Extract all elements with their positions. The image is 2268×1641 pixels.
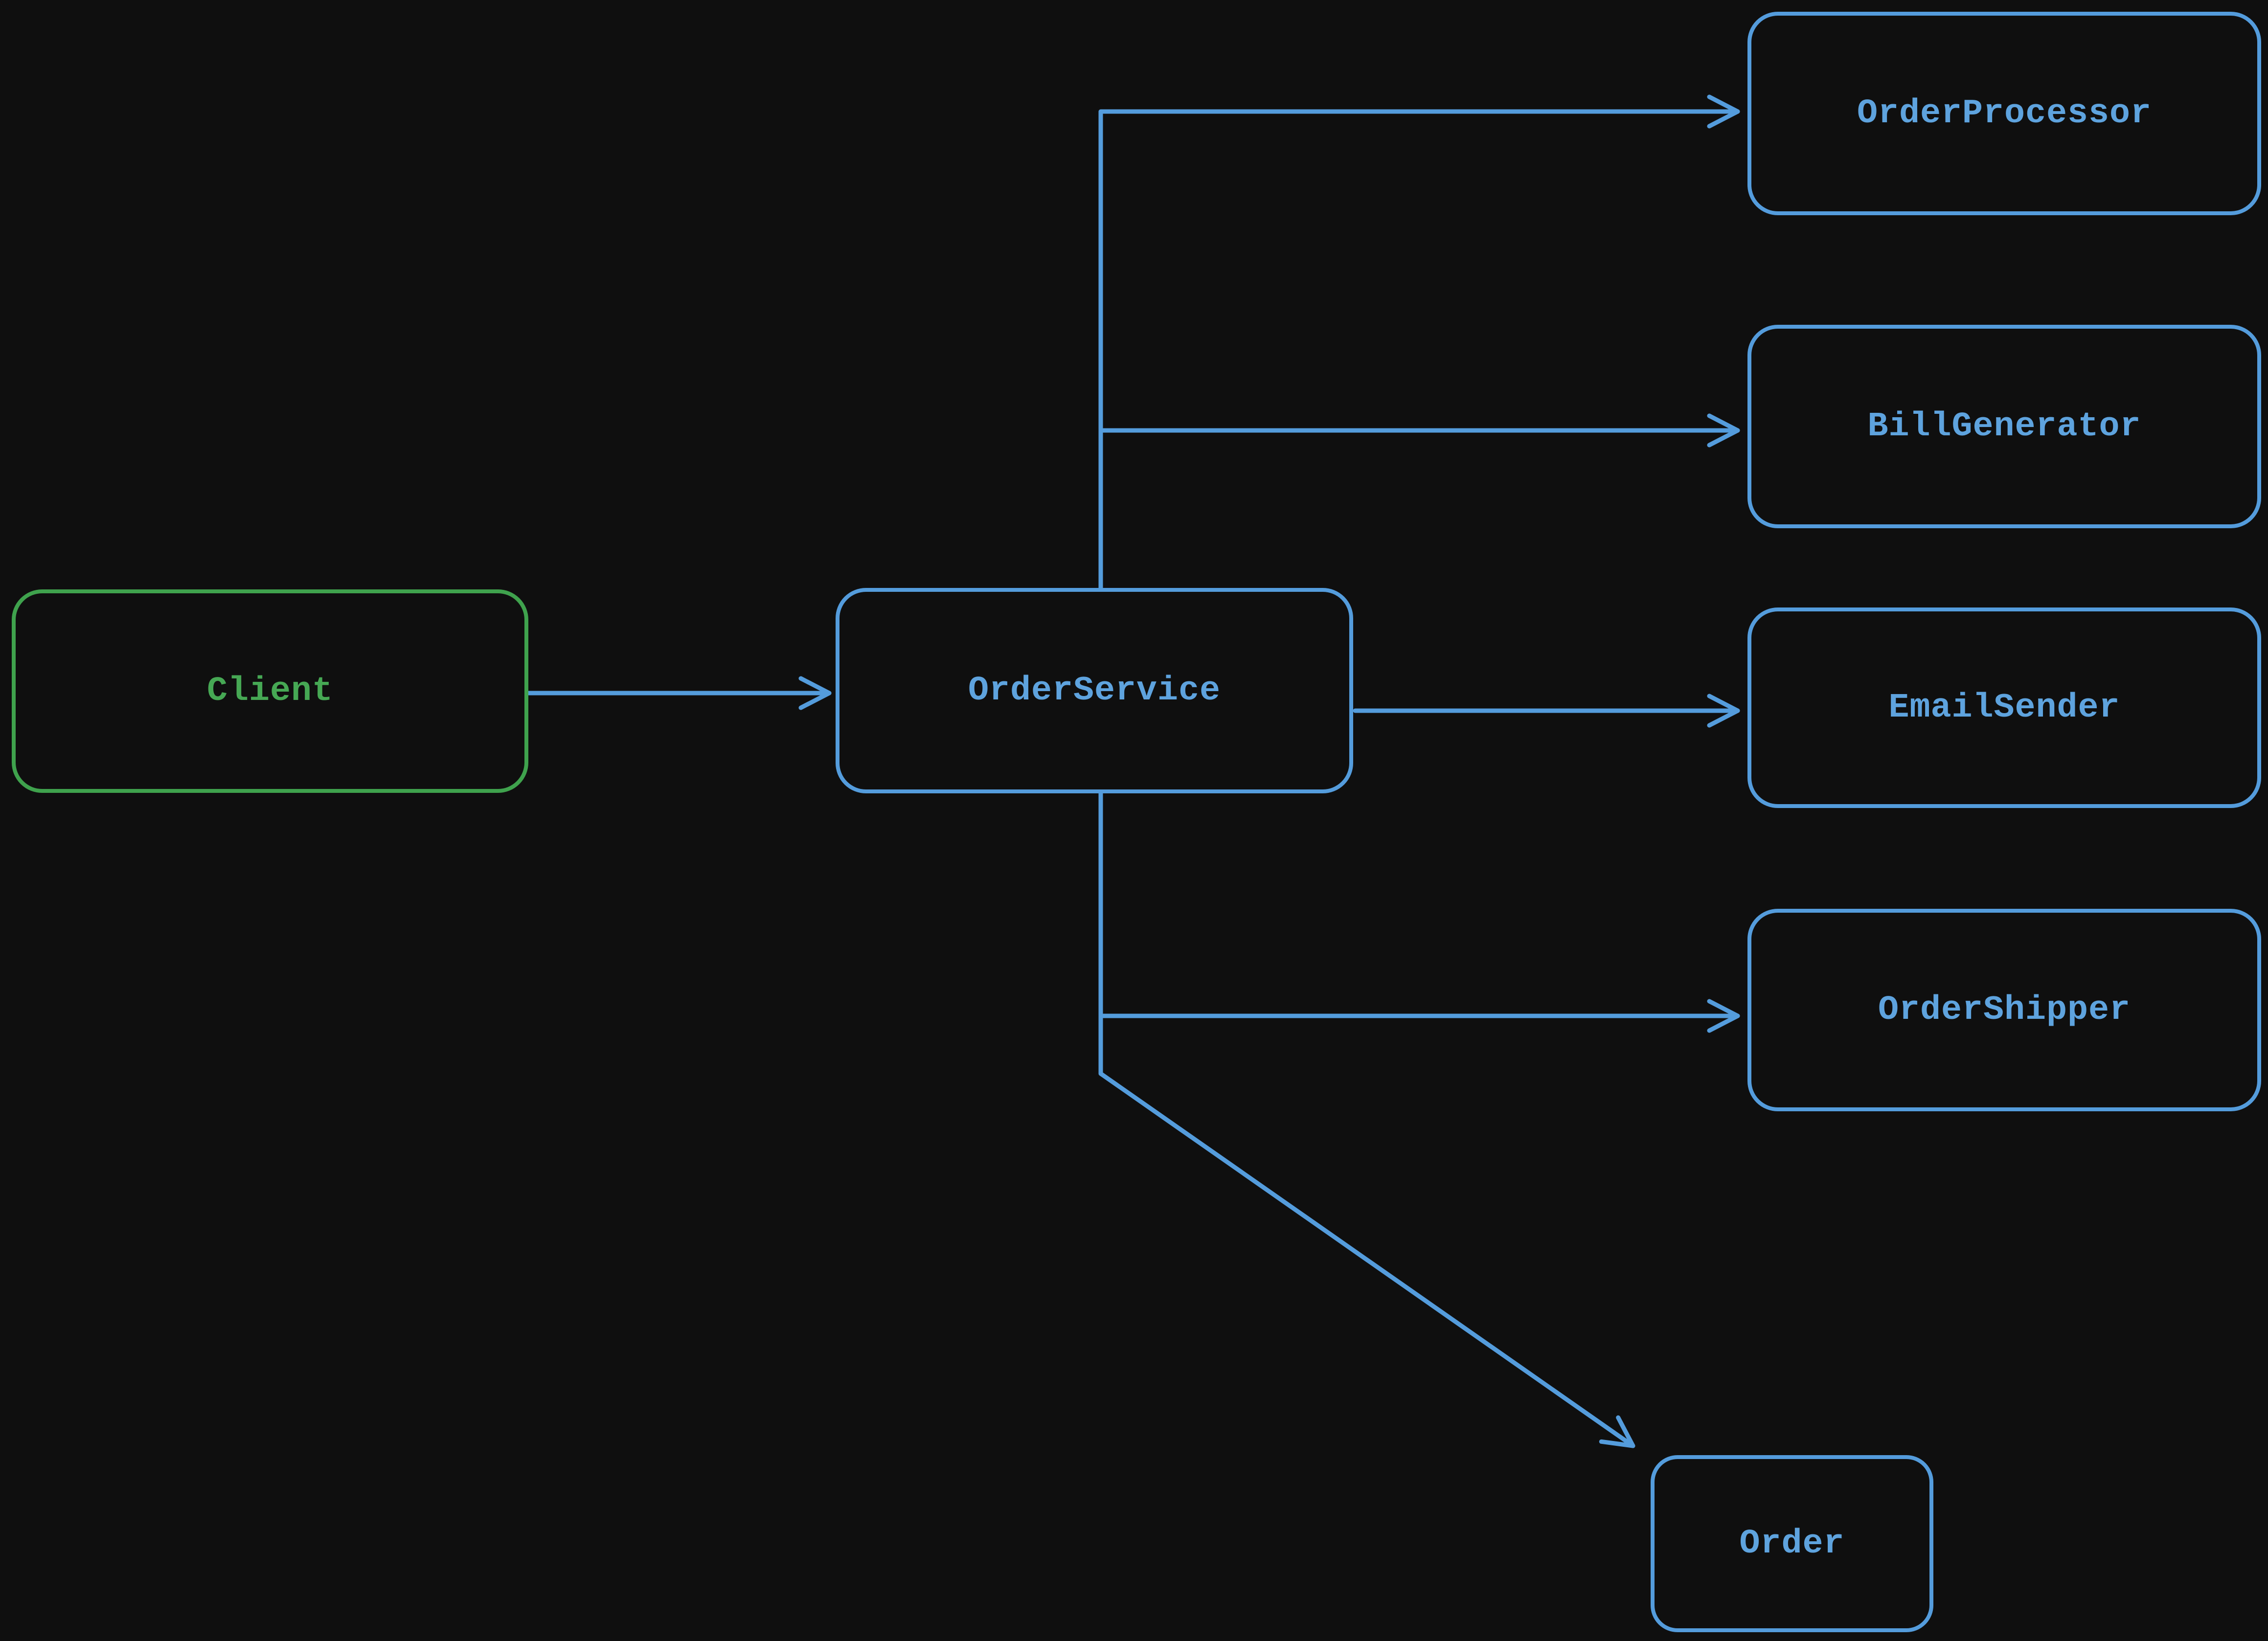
edge-orderservice-order	[1098, 1013, 1635, 1448]
node-orderservice: OrderService	[836, 588, 1353, 793]
node-order-label: Order	[1739, 1524, 1845, 1563]
edge-orderservice-orderprocessor	[1098, 94, 1740, 590]
node-client-label: Client	[206, 672, 334, 711]
node-emailsender: EmailSender	[1747, 607, 2261, 808]
node-client: Client	[12, 589, 528, 793]
node-billgenerator-label: BillGenerator	[1867, 407, 2141, 446]
node-ordershipper-label: OrderShipper	[1878, 990, 2131, 1030]
node-orderprocessor: OrderProcessor	[1747, 12, 2261, 215]
node-orderprocessor-label: OrderProcessor	[1857, 94, 2152, 133]
edge-orderservice-ordershipper	[1098, 791, 1740, 1033]
node-billgenerator: BillGenerator	[1747, 325, 2261, 528]
node-order: Order	[1651, 1455, 1933, 1632]
node-orderservice-label: OrderService	[968, 671, 1221, 710]
node-emailsender-label: EmailSender	[1888, 688, 2120, 727]
node-ordershipper: OrderShipper	[1747, 909, 2261, 1111]
